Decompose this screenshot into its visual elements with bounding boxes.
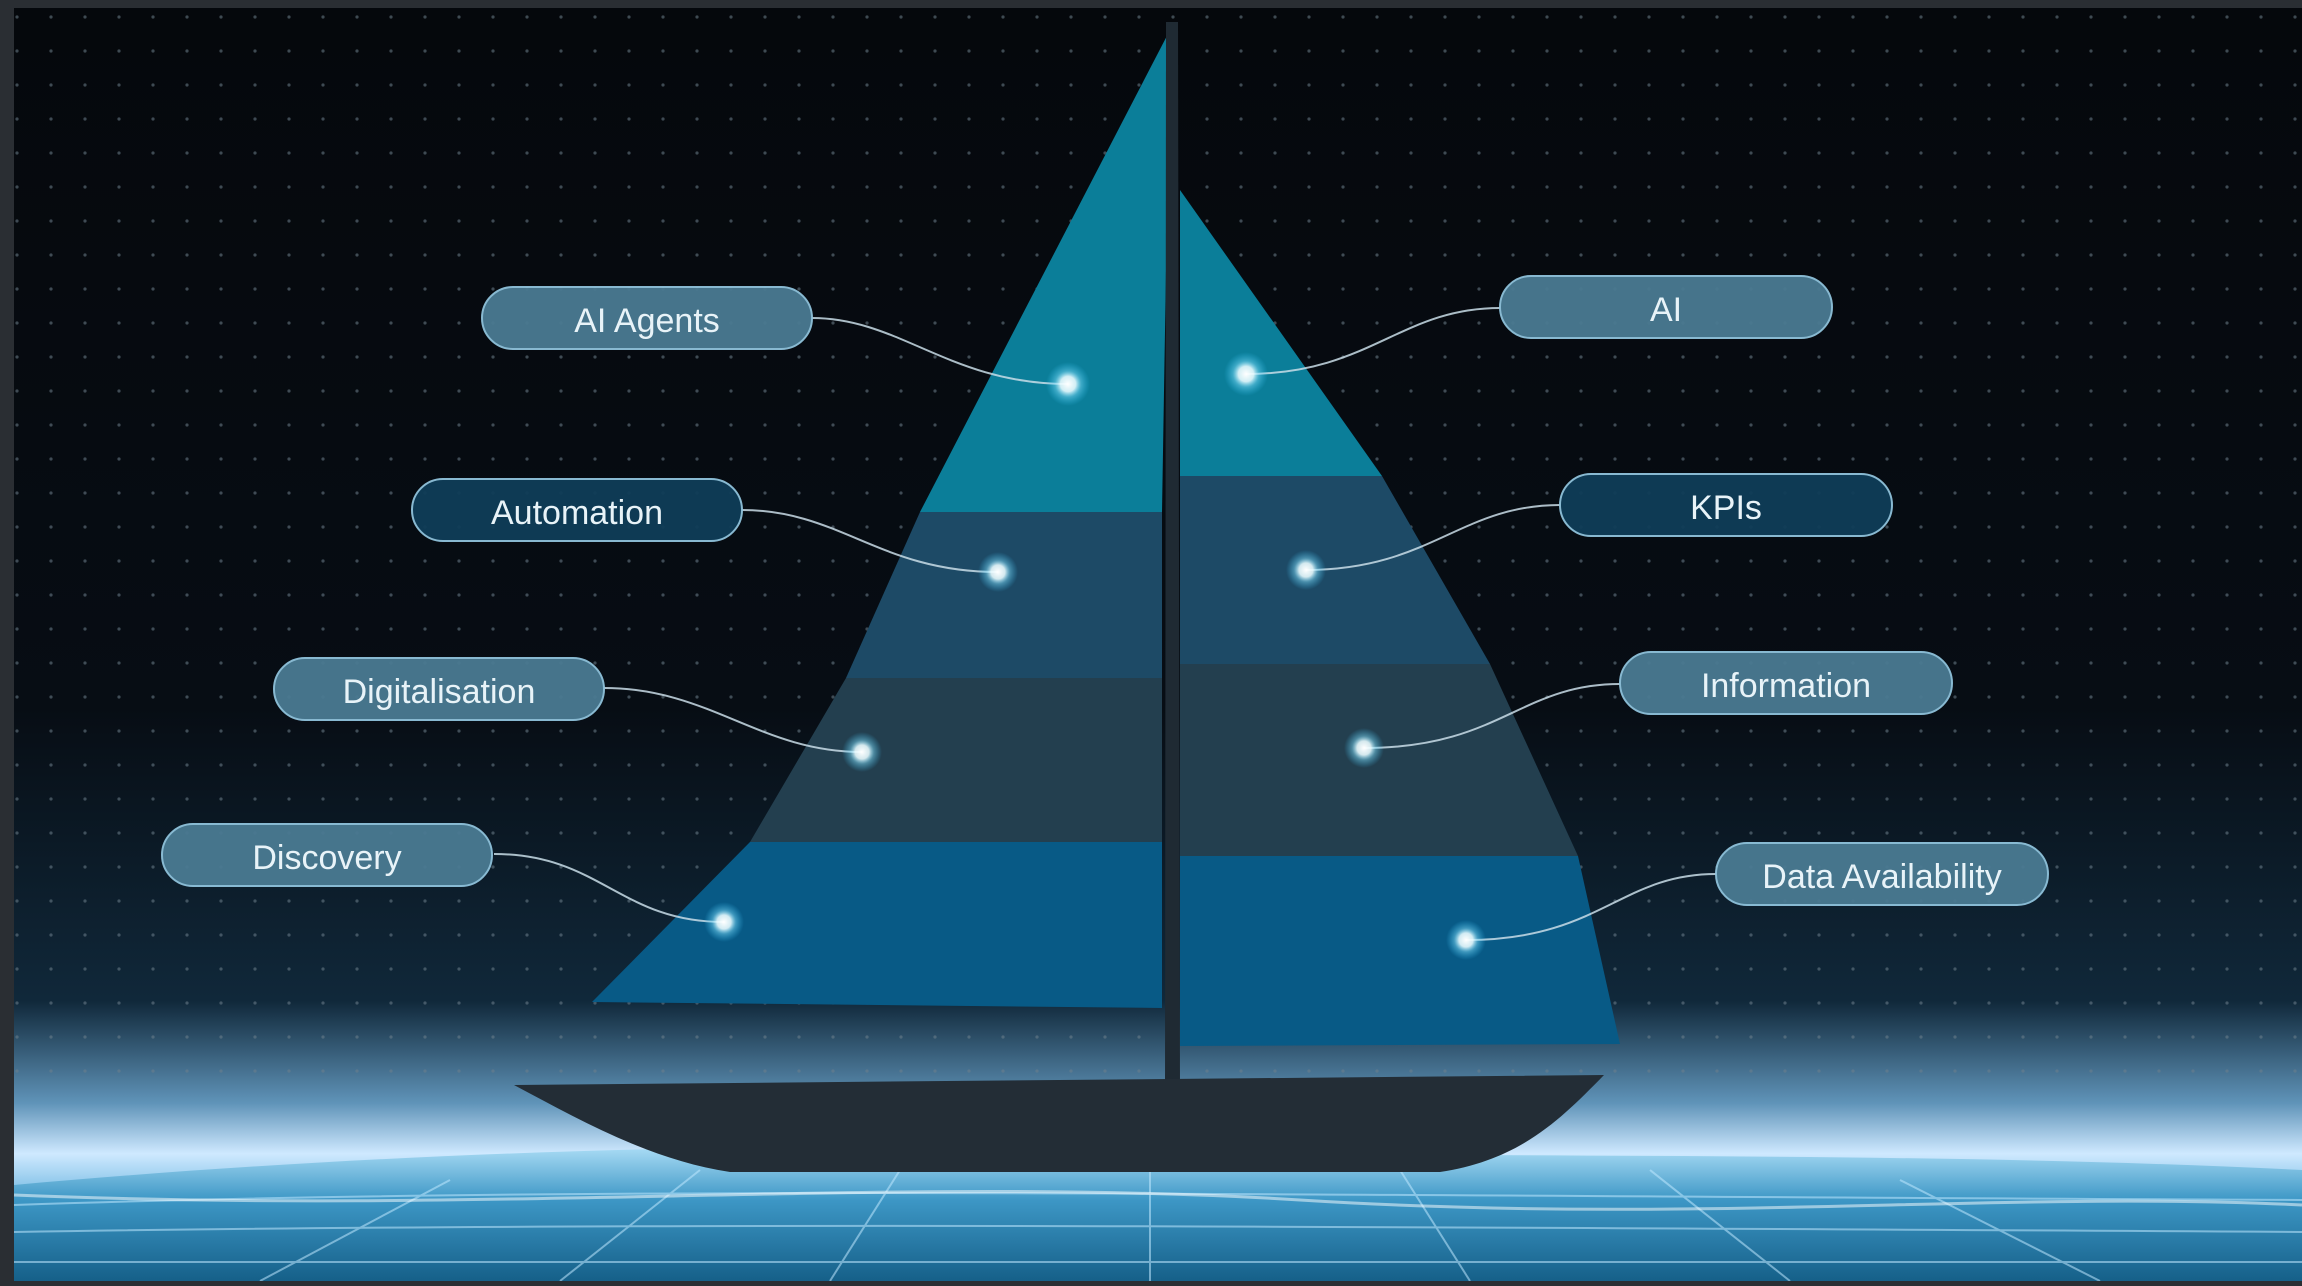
right-sail: [1180, 190, 1620, 1046]
label-ai: AI: [1499, 275, 1833, 339]
water: [13, 1146, 2302, 1282]
dot-automation: [978, 552, 1018, 592]
label-digitalisation: Digitalisation: [273, 657, 605, 721]
hull: [514, 1075, 1604, 1172]
connector-lines: [493, 307, 1717, 941]
label-kpis-text: KPIs: [1690, 489, 1762, 527]
label-ai-agents-text: AI Agents: [574, 302, 720, 340]
dot-discovery: [704, 902, 744, 942]
left-sail-band-automation: [846, 512, 1162, 678]
label-information: Information: [1619, 651, 1953, 715]
left-sail: [592, 30, 1170, 1008]
label-ai-text: AI: [1650, 291, 1682, 329]
left-sail-band-ai-agents: [920, 30, 1170, 512]
dot-ai: [1224, 352, 1268, 396]
label-digitalisation-text: Digitalisation: [343, 673, 536, 711]
dot-digitalisation: [842, 732, 882, 772]
label-ai-agents: AI Agents: [481, 286, 813, 350]
dot-information: [1344, 728, 1384, 768]
right-sail-band-kpis: [1180, 476, 1490, 664]
left-sail-band-discovery: [592, 842, 1162, 1008]
label-discovery: Discovery: [161, 823, 493, 887]
label-automation-text: Automation: [491, 494, 663, 532]
dot-ai-agents: [1046, 362, 1090, 406]
left-sail-band-digitalisation: [750, 678, 1162, 842]
label-data-availability-text: Data Availability: [1762, 858, 2001, 896]
dot-kpis: [1286, 550, 1326, 590]
label-automation: Automation: [411, 478, 743, 542]
label-data-availability: Data Availability: [1715, 842, 2049, 906]
label-discovery-text: Discovery: [252, 839, 401, 877]
label-information-text: Information: [1701, 667, 1871, 705]
label-kpis: KPIs: [1559, 473, 1893, 537]
water-grid: [13, 1169, 2302, 1282]
connector-dots: [704, 352, 1486, 960]
right-sail-band-ai: [1180, 190, 1382, 476]
mast: [1165, 22, 1180, 1095]
dot-data-availability: [1446, 920, 1486, 960]
right-sail-band-data-availability: [1180, 856, 1620, 1046]
